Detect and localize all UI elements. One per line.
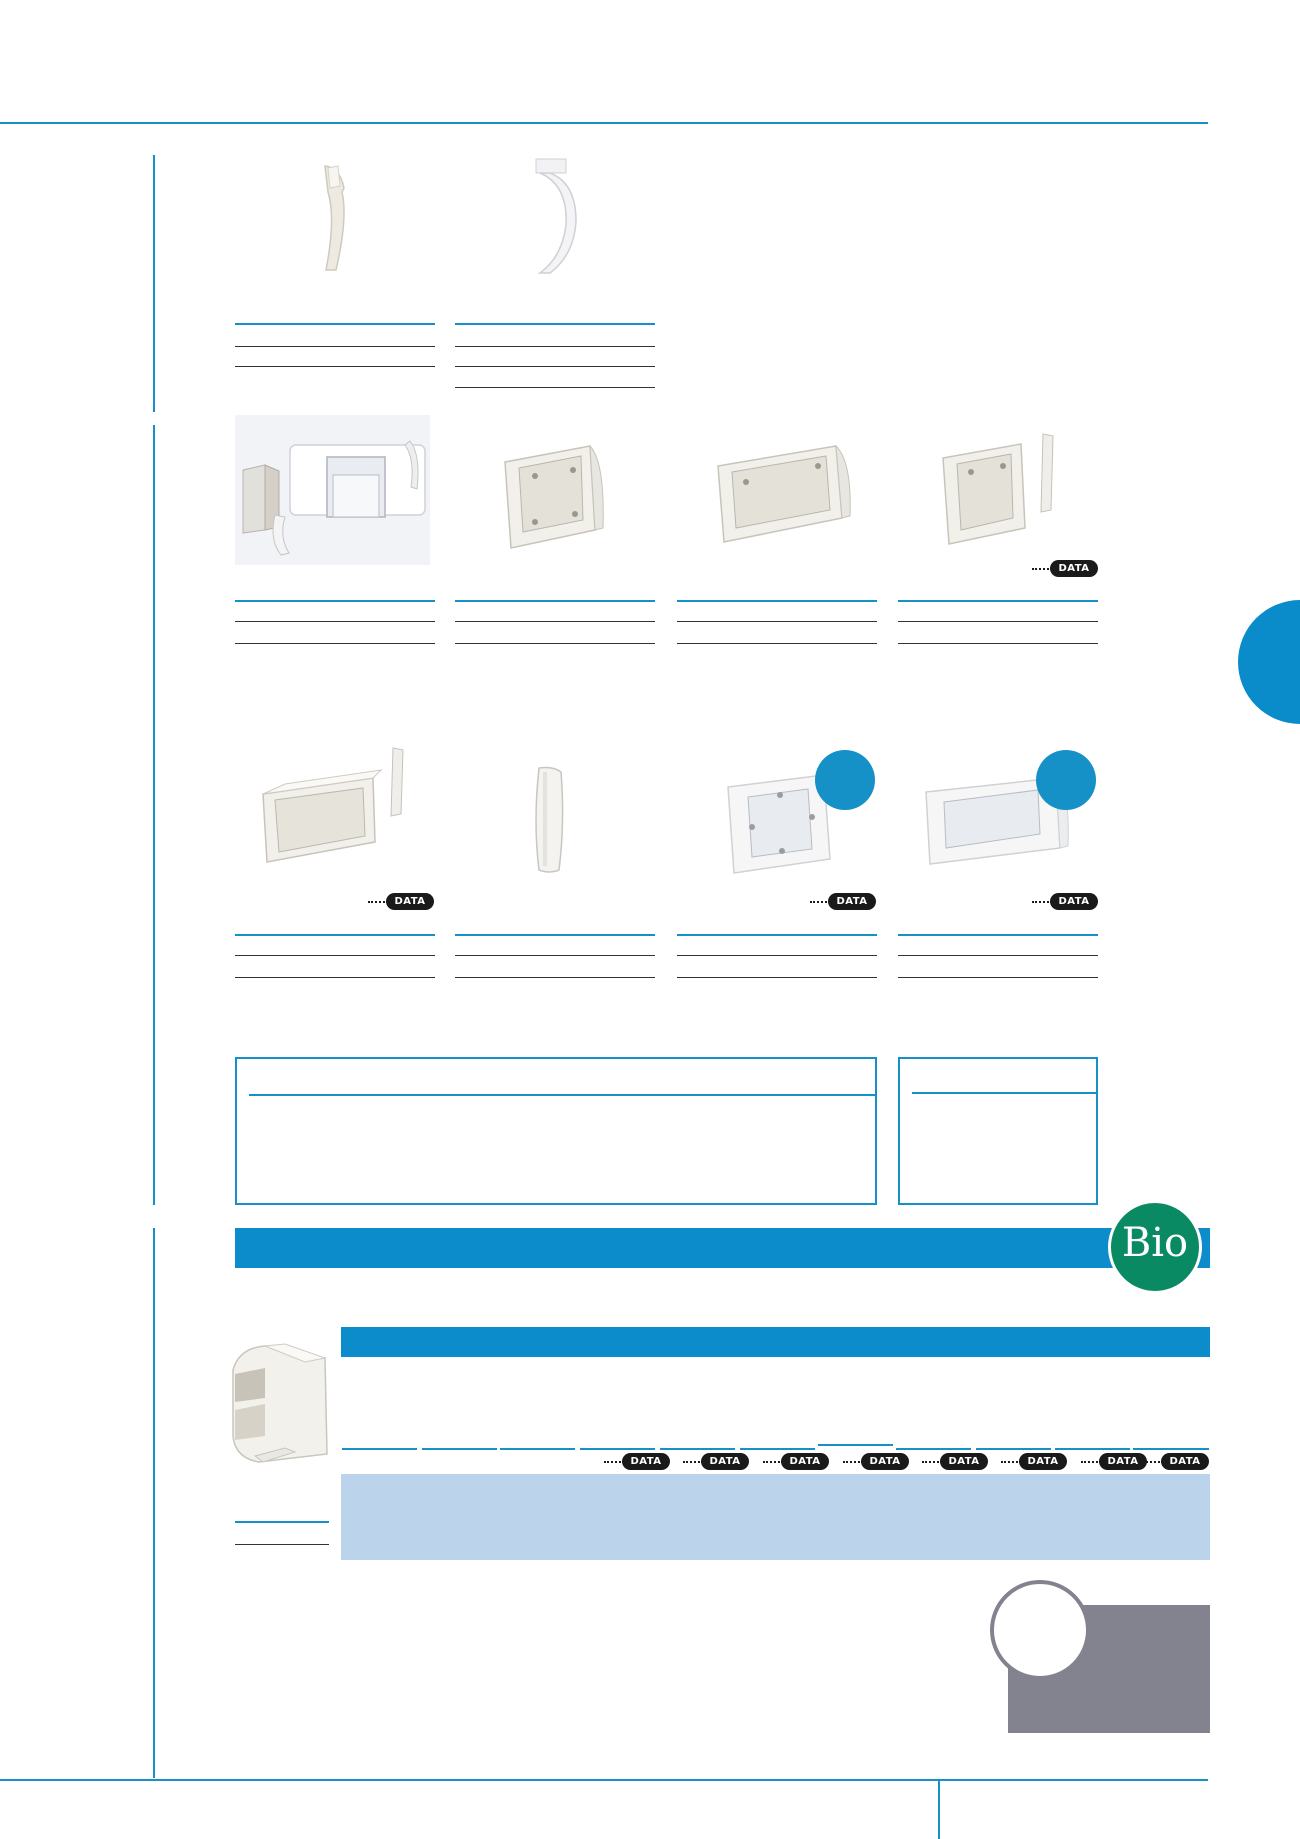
footer-divider bbox=[938, 1779, 940, 1839]
data-badge-icon: DATA bbox=[922, 1453, 988, 1470]
spec-line bbox=[677, 955, 877, 956]
data-badge-icon: DATA bbox=[1032, 893, 1098, 910]
spec-line-blue bbox=[455, 934, 655, 936]
column-line bbox=[580, 1448, 655, 1450]
spec-line-blue bbox=[235, 1521, 329, 1523]
spec-line bbox=[677, 643, 877, 644]
spec-line bbox=[235, 1544, 329, 1545]
spec-line-blue bbox=[455, 323, 655, 325]
bottom-rule bbox=[0, 1779, 1208, 1781]
product-image-double-box bbox=[710, 432, 860, 557]
info-box-divider bbox=[249, 1094, 877, 1096]
spec-line-blue bbox=[677, 600, 877, 602]
product-image-trunking bbox=[225, 1340, 335, 1465]
table-body-panel bbox=[341, 1474, 1210, 1560]
data-badge-icon: DATA bbox=[683, 1453, 749, 1470]
data-badge-icon: DATA bbox=[368, 893, 434, 910]
product-image-single-box bbox=[495, 432, 615, 557]
info-box-divider bbox=[912, 1092, 1098, 1094]
spec-line-blue bbox=[898, 600, 1098, 602]
section-tab bbox=[1238, 600, 1300, 724]
data-badge-icon: DATA bbox=[1081, 1453, 1147, 1470]
spec-line bbox=[235, 955, 435, 956]
spec-line bbox=[677, 977, 877, 978]
table-header-bar bbox=[341, 1327, 1210, 1357]
column-line bbox=[818, 1444, 893, 1446]
column-line bbox=[500, 1448, 575, 1450]
left-rule-1 bbox=[153, 155, 155, 412]
spec-line bbox=[898, 977, 1098, 978]
spec-line bbox=[455, 366, 655, 367]
data-badge-icon: DATA bbox=[763, 1453, 829, 1470]
data-badge-icon: DATA bbox=[604, 1453, 670, 1470]
spec-line bbox=[455, 955, 655, 956]
bio-logo-text: Bio bbox=[1121, 1220, 1189, 1266]
product-image-trunking-box-assembly bbox=[235, 415, 430, 565]
column-line bbox=[1055, 1448, 1130, 1450]
spec-line bbox=[677, 621, 877, 622]
data-badge-icon: DATA bbox=[1032, 560, 1098, 577]
section-marker-circle bbox=[815, 750, 875, 810]
left-rule-3 bbox=[153, 1228, 155, 1778]
data-badge-label: DATA bbox=[781, 1453, 829, 1470]
data-badge-label: DATA bbox=[1161, 1453, 1209, 1470]
spec-line bbox=[455, 977, 655, 978]
product-image-cover-strip bbox=[525, 762, 585, 877]
spec-line bbox=[898, 621, 1098, 622]
spec-line-blue bbox=[235, 323, 435, 325]
data-badge-label: DATA bbox=[940, 1453, 988, 1470]
data-badge-icon: DATA bbox=[1143, 1453, 1209, 1470]
spec-line bbox=[455, 346, 655, 347]
spec-line-blue bbox=[677, 934, 877, 936]
spec-line bbox=[235, 977, 435, 978]
spec-line bbox=[455, 387, 655, 388]
bio-logo-icon: Bio bbox=[1108, 1200, 1202, 1294]
top-rule bbox=[0, 122, 1208, 124]
column-line bbox=[342, 1448, 417, 1450]
column-line bbox=[422, 1448, 497, 1450]
spec-line bbox=[235, 346, 435, 347]
product-image-end-cap-1 bbox=[300, 158, 380, 278]
spec-line bbox=[898, 643, 1098, 644]
spec-line bbox=[455, 621, 655, 622]
product-image-double-box-cover bbox=[255, 740, 415, 875]
column-line bbox=[896, 1448, 971, 1450]
spec-line-blue bbox=[455, 600, 655, 602]
spec-line bbox=[898, 955, 1098, 956]
data-badge-label: DATA bbox=[861, 1453, 909, 1470]
spec-line bbox=[235, 621, 435, 622]
column-line bbox=[740, 1448, 815, 1450]
data-badge-icon: DATA bbox=[843, 1453, 909, 1470]
data-badge-label: DATA bbox=[1050, 893, 1098, 910]
section-header-bar bbox=[235, 1228, 1210, 1268]
spec-line bbox=[455, 643, 655, 644]
section-marker-circle bbox=[1036, 750, 1096, 810]
column-line bbox=[976, 1448, 1051, 1450]
info-box-large bbox=[235, 1057, 877, 1205]
spec-line-blue bbox=[235, 934, 435, 936]
spec-line-blue bbox=[898, 934, 1098, 936]
spec-line bbox=[235, 366, 435, 367]
data-badge-icon: DATA bbox=[810, 893, 876, 910]
product-image-box-with-cover bbox=[935, 428, 1070, 558]
info-box-small bbox=[898, 1057, 1098, 1205]
spec-line bbox=[235, 643, 435, 644]
column-line bbox=[660, 1448, 735, 1450]
data-badge-label: DATA bbox=[1099, 1453, 1147, 1470]
left-rule-2 bbox=[153, 425, 155, 1205]
data-badge-label: DATA bbox=[1019, 1453, 1067, 1470]
data-badge-label: DATA bbox=[828, 893, 876, 910]
spec-line-blue bbox=[235, 600, 435, 602]
data-badge-label: DATA bbox=[386, 893, 434, 910]
column-line bbox=[1133, 1448, 1209, 1450]
circle-marker bbox=[990, 1580, 1090, 1680]
data-badge-label: DATA bbox=[1050, 560, 1098, 577]
data-badge-label: DATA bbox=[701, 1453, 749, 1470]
product-image-end-cap-2 bbox=[510, 155, 600, 280]
data-badge-label: DATA bbox=[622, 1453, 670, 1470]
data-badge-icon: DATA bbox=[1001, 1453, 1067, 1470]
